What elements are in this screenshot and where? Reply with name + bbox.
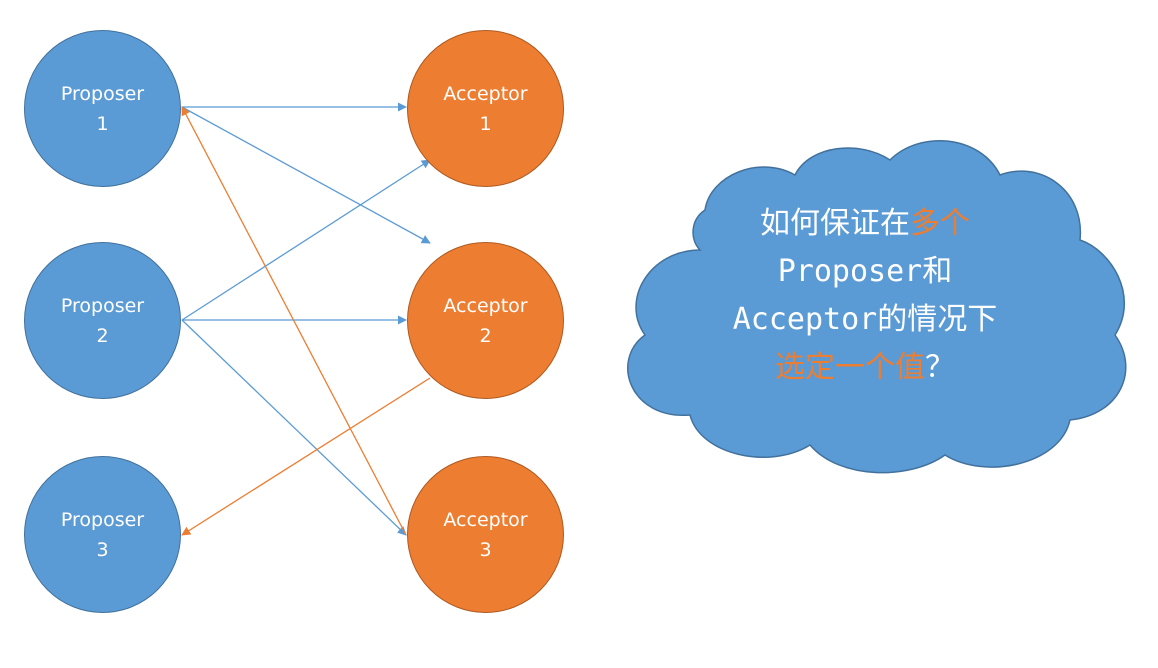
proposer-2-node: Proposer 2 bbox=[24, 242, 181, 399]
cloud-line-3: Acceptor的情况下 bbox=[732, 302, 998, 337]
acceptor-1-number: 1 bbox=[479, 112, 492, 135]
acceptor-2-label: Acceptor bbox=[443, 294, 528, 317]
acceptor-3-label: Acceptor bbox=[443, 508, 528, 531]
proposer-3-node: Proposer 3 bbox=[24, 456, 181, 613]
proposer-2-number: 2 bbox=[96, 324, 109, 347]
cloud-line-4-highlight: 选定一个值 bbox=[775, 350, 925, 385]
cloud-line-4: 选定一个值？ bbox=[690, 344, 1040, 392]
cloud-line-1-highlight: 多个 bbox=[910, 206, 970, 241]
acceptor-2-number: 2 bbox=[479, 324, 492, 347]
arrow-p2-a3 bbox=[181, 319, 407, 536]
cloud-line-1: 如何保证在多个 bbox=[690, 200, 1040, 248]
proposer-2-label: Proposer bbox=[60, 294, 145, 317]
cloud-line-2: Proposer和 bbox=[777, 254, 953, 289]
arrow-a2-p3 bbox=[181, 377, 431, 536]
cloud-question: 如何保证在多个 Proposer和 Acceptor的情况下 选定一个值？ bbox=[690, 200, 1040, 392]
proposer-3-label: Proposer bbox=[60, 508, 145, 531]
acceptor-3-number: 3 bbox=[479, 538, 492, 561]
proposer-1-number: 1 bbox=[96, 112, 109, 135]
arrow-p1-a2 bbox=[181, 106, 431, 244]
acceptor-3-node: Acceptor 3 bbox=[407, 456, 564, 613]
proposer-1-node: Proposer 1 bbox=[24, 30, 181, 187]
arrow-a3-p1 bbox=[181, 106, 407, 536]
cloud-shape bbox=[627, 140, 1127, 474]
proposer-3-number: 3 bbox=[96, 538, 109, 561]
arrow-p2-a1 bbox=[181, 159, 431, 321]
cloud-line-4-text: ？ bbox=[925, 350, 955, 385]
proposer-1-label: Proposer bbox=[60, 82, 145, 105]
acceptor-1-node: Acceptor 1 bbox=[407, 30, 564, 187]
acceptor-2-node: Acceptor 2 bbox=[407, 242, 564, 399]
acceptor-1-label: Acceptor bbox=[443, 82, 528, 105]
cloud-line-1-text: 如何保证在 bbox=[760, 206, 910, 241]
